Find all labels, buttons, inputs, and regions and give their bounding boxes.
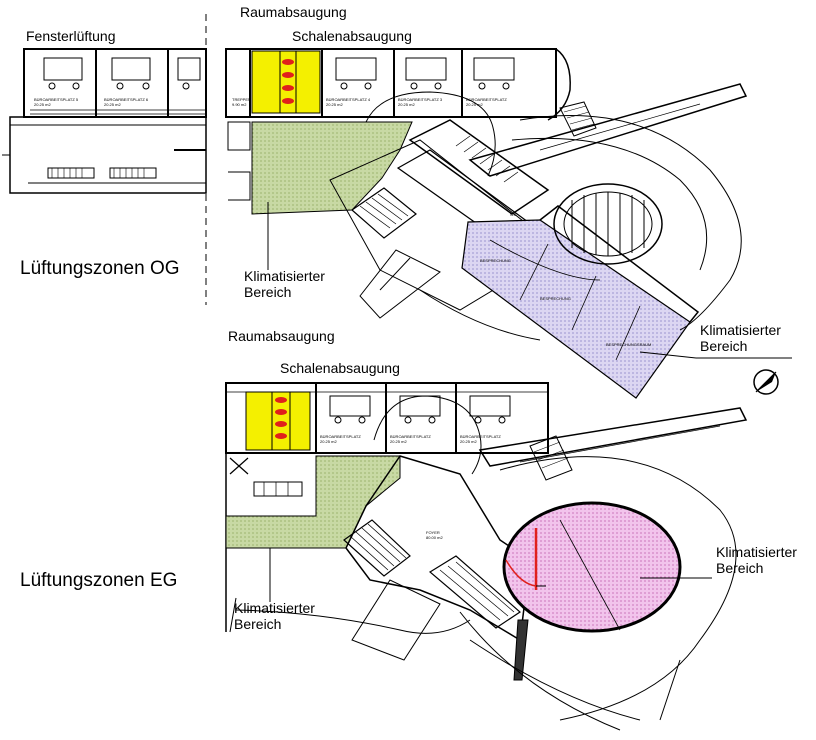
svg-text:80.00 m2: 80.00 m2 (426, 535, 443, 540)
svg-text:BÜROARBEITSPLATZ: BÜROARBEITSPLATZ (390, 434, 431, 439)
label-klimatisiert-og-left-line1: Klimatisierter (244, 268, 325, 284)
eg-pink-oval-zone (502, 501, 682, 633)
label-lueftungszonen-og: Lüftungszonen OG (20, 258, 180, 279)
svg-text:WC: WC (510, 212, 517, 217)
svg-text:20.25 m2: 20.25 m2 (398, 102, 415, 107)
label-klimatisiert-eg-right: Klimatisierter Bereich (716, 544, 797, 576)
og-left-wing-corridor (9, 116, 207, 194)
label-klimatisiert-og-right-line1: Klimatisierter (700, 322, 781, 338)
label-klimatisiert-eg-left-line1: Klimatisierter (234, 600, 315, 616)
svg-text:BÜROARBEITSPLATZ: BÜROARBEITSPLATZ (320, 434, 361, 439)
svg-text:BÜROARBEITSPLATZ 5: BÜROARBEITSPLATZ 5 (34, 97, 79, 102)
svg-text:BÜROARBEITSPLATZ: BÜROARBEITSPLATZ (466, 97, 507, 102)
svg-text:9.90 m2: 9.90 m2 (232, 102, 247, 107)
label-klimatisiert-og-left-line2: Bereich (244, 284, 292, 301)
svg-text:20.25 m2: 20.25 m2 (320, 439, 337, 444)
label-fensterlueftung: Fensterlüftung (26, 28, 116, 44)
label-schalenabsaugung-eg: Schalenabsaugung (280, 360, 400, 376)
svg-text:BÜROARBEITSPLATZ 6: BÜROARBEITSPLATZ 6 (104, 97, 149, 102)
og-lavender-zone (461, 219, 691, 399)
label-klimatisiert-eg-left: Klimatisierter Bereich (234, 600, 315, 632)
svg-text:20.25 m2: 20.25 m2 (34, 102, 51, 107)
og-diagonal-ramp (408, 119, 550, 215)
svg-text:20.25 m2: 20.25 m2 (390, 439, 407, 444)
label-raumabsaugung-eg: Raumabsaugung (228, 328, 335, 344)
label-klimatisiert-og-right-line2: Bereich (700, 338, 748, 355)
og-exhaust-markers (282, 59, 294, 104)
label-klimatisiert-og-left: Klimatisierter Bereich (244, 268, 325, 300)
svg-text:20.25 m2: 20.25 m2 (466, 102, 483, 107)
label-lueftungszonen-eg: Lüftungszonen EG (20, 570, 178, 591)
svg-text:20.25 m2: 20.25 m2 (104, 102, 121, 107)
og-green-zone (251, 121, 413, 215)
og-plan: BÜROARBEITSPLATZ 520.25 m2 BÜROARBEITSPL… (2, 14, 792, 399)
label-klimatisiert-eg-right-line2: Bereich (716, 560, 764, 577)
svg-text:BESPRECHUNG: BESPRECHUNG (480, 258, 511, 263)
eg-exhaust-markers (275, 397, 287, 439)
label-raumabsaugung-og: Raumabsaugung (240, 4, 347, 20)
eg-raumabsaugung-zone (245, 391, 311, 451)
eg-green-zone (225, 455, 401, 549)
label-schalenabsaugung-og: Schalenabsaugung (292, 28, 412, 44)
og-oval-atrium (553, 183, 663, 265)
label-klimatisiert-eg-right-line1: Klimatisierter (716, 544, 797, 560)
svg-text:BÜROARBEITSPLATZ 4: BÜROARBEITSPLATZ 4 (326, 97, 371, 102)
north-arrow-icon (753, 369, 779, 395)
svg-text:BÜROARBEITSPLATZ 3: BÜROARBEITSPLATZ 3 (398, 97, 443, 102)
svg-text:BESPRECHUNGSRAUM: BESPRECHUNGSRAUM (606, 342, 651, 347)
label-klimatisiert-eg-left-line2: Bereich (234, 616, 282, 633)
svg-text:20.25 m2: 20.25 m2 (460, 439, 477, 444)
svg-text:20.25 m2: 20.25 m2 (326, 102, 343, 107)
svg-text:FOYER: FOYER (426, 530, 440, 535)
eg-entrance-marker (229, 457, 249, 475)
svg-text:TREPPEN: TREPPEN (232, 97, 251, 102)
label-klimatisiert-og-right: Klimatisierter Bereich (700, 322, 781, 354)
svg-text:BÜROARBEITSPLATZ: BÜROARBEITSPLATZ (460, 434, 501, 439)
svg-text:BESPRECHUNG: BESPRECHUNG (540, 296, 571, 301)
